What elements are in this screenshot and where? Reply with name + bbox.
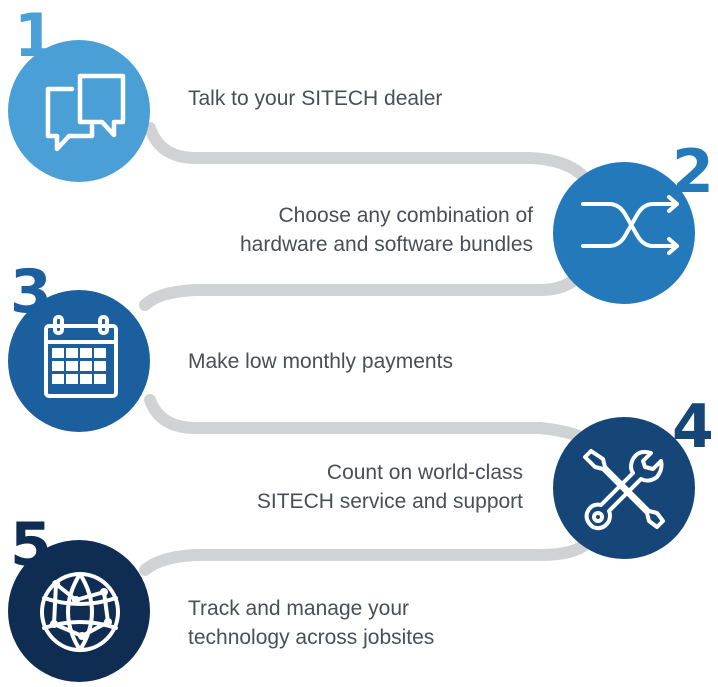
step-5-number: 5 [10, 510, 52, 580]
connector-4-5 [139, 534, 596, 576]
step-4-line-2: SITECH service and support [256, 490, 523, 513]
step-2-label: Choose any combination of hardware and s… [240, 201, 533, 259]
step-4-number: 4 [672, 392, 714, 462]
step-5-line-1: Track and manage your [188, 597, 410, 620]
step-3-line-1: Make low monthly payments [188, 350, 453, 373]
step-3-circle [8, 290, 150, 432]
calendar-icon [44, 315, 118, 398]
step-1-circle [8, 40, 150, 182]
step-4-line-1: Count on world-class [326, 461, 523, 484]
tools-icon [583, 449, 665, 531]
step-2-line-2: hardware and software bundles [239, 233, 533, 256]
step-1-label: Talk to your SITECH dealer [188, 84, 442, 113]
step-5-circle [8, 540, 150, 682]
step-2-number: 2 [672, 137, 714, 207]
step-5-label: Track and manage your technology across … [188, 594, 434, 652]
step-1-line-1: Talk to your SITECH dealer [188, 87, 443, 110]
step-1-number: 1 [14, 1, 56, 71]
step-4-label: Count on world-class SITECH service and … [257, 458, 523, 516]
connector-1-2 [144, 122, 596, 191]
step-4-circle [553, 417, 695, 559]
step-2-circle [553, 162, 695, 304]
globe-network-icon [40, 572, 120, 652]
shuffle-arrows-icon [581, 195, 679, 255]
connector-3-4 [144, 394, 601, 451]
step-3-label: Make low monthly payments [188, 347, 453, 376]
step-2-line-1: Choose any combination of [278, 204, 534, 227]
step-5-line-2: technology across jobsites [188, 626, 435, 649]
chat-bubbles-icon [45, 73, 126, 152]
step-3-number: 3 [10, 257, 52, 327]
connector-2-3 [139, 252, 596, 311]
